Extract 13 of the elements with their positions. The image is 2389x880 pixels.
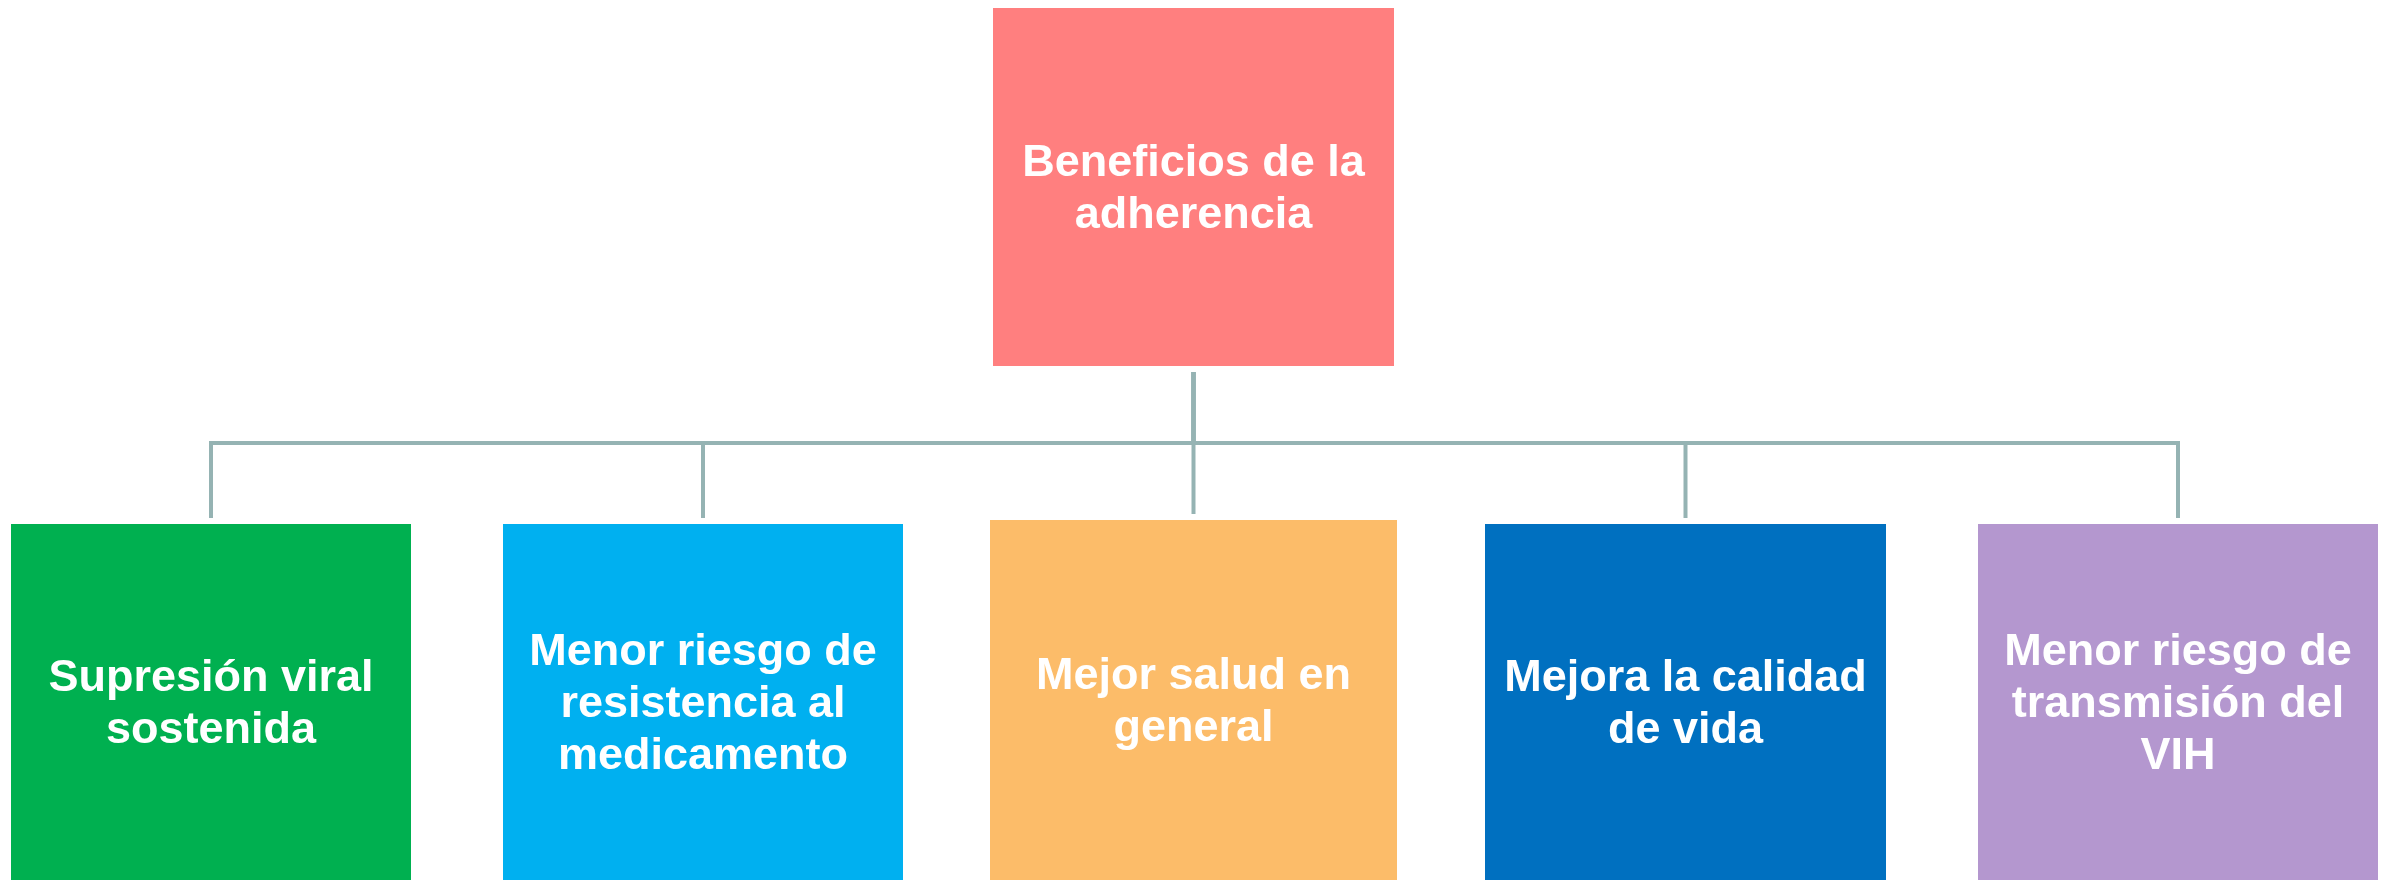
category-box — [503, 524, 903, 880]
node-text: Supresión viral sostenida — [47, 650, 375, 754]
node-text: Menor riesgo de resistencia al medicamento — [528, 624, 878, 780]
category-box — [1485, 524, 1886, 880]
node-text: Mejora la calidad de vida — [1503, 650, 1868, 754]
root-box — [993, 8, 1394, 366]
category-box — [11, 524, 411, 880]
category-box — [990, 520, 1397, 880]
node-text: Mejor salud en general — [1034, 648, 1353, 752]
node-text: Menor riesgo de transmisión del VIH — [2003, 624, 2353, 780]
category-box — [1978, 524, 2378, 880]
node-text: Beneficios de la adherencia — [1021, 135, 1366, 239]
connector-line — [1191, 372, 2180, 518]
